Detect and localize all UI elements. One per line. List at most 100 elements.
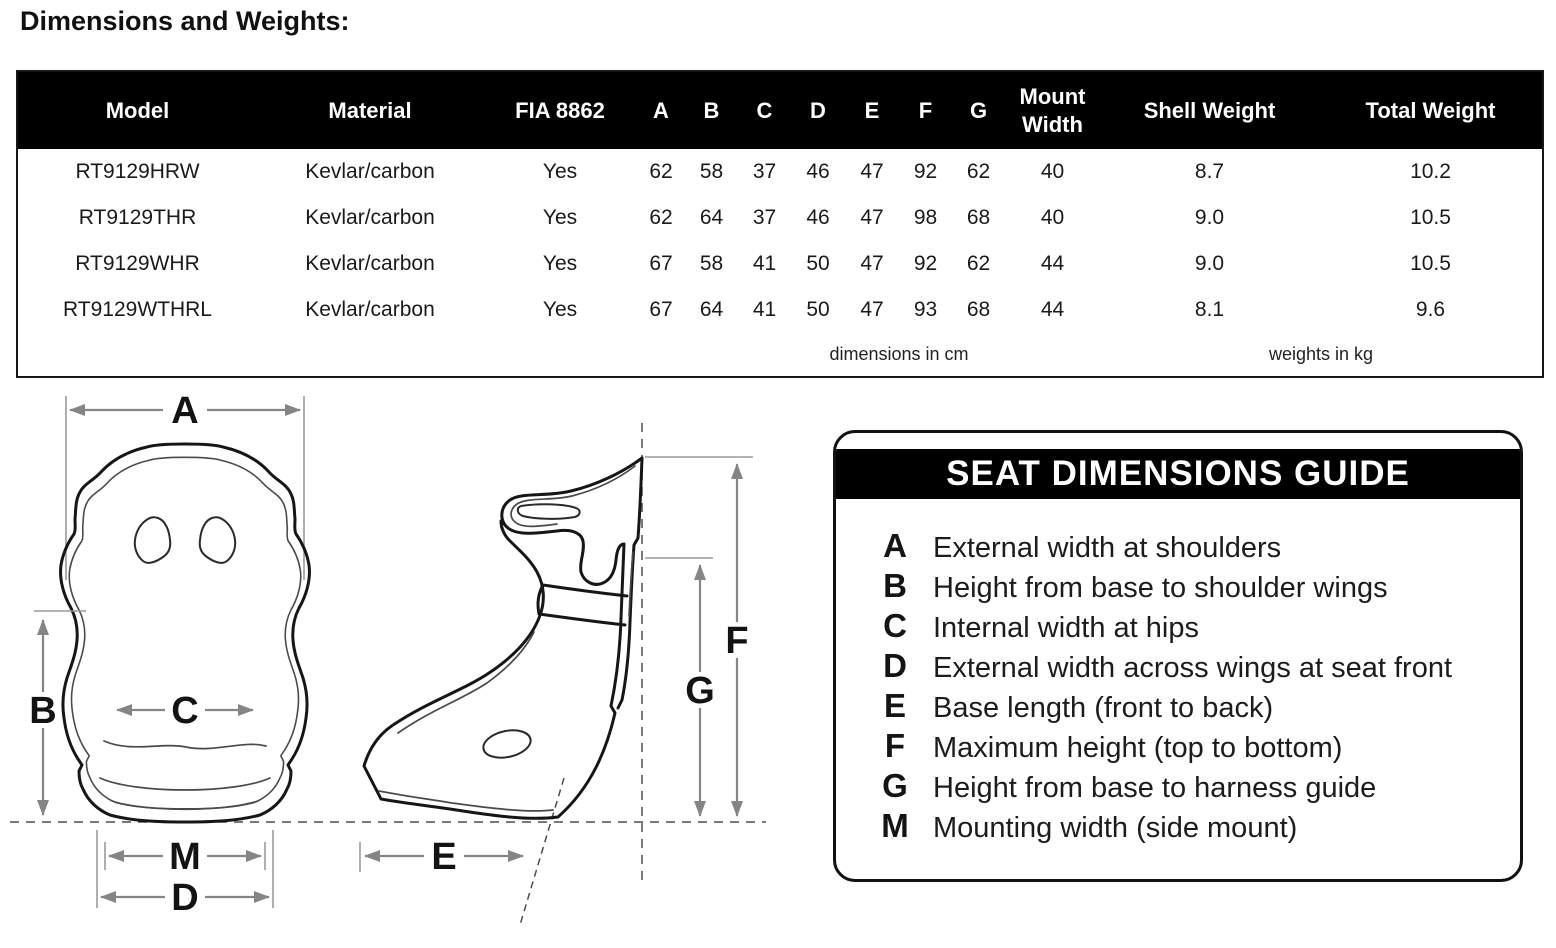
legend-key: D <box>883 647 907 684</box>
cell-g: 62 <box>966 252 991 275</box>
col-header-a: A <box>653 97 669 123</box>
cell-a: 62 <box>649 160 673 183</box>
cell-shell: 9.0 <box>1194 206 1225 229</box>
legend-item-d: D External width across wings at seat fr… <box>836 647 1520 687</box>
dimension-label-c: C <box>171 690 198 732</box>
cell-b: 64 <box>699 298 724 321</box>
cell-f: 93 <box>913 298 938 321</box>
cell-b: 58 <box>699 252 724 275</box>
cell-f: 92 <box>913 160 938 183</box>
cell-mount: 40 <box>1040 206 1065 229</box>
table-row: RT9129HRW Kevlar/carbon Yes 62 58 37 46 … <box>17 149 1543 195</box>
front-seat-inner-contour <box>68 456 302 810</box>
cell-c: 41 <box>752 252 777 275</box>
front-seat-outline <box>59 442 311 824</box>
legend-item-f: F Maximum height (top to bottom) <box>836 727 1520 767</box>
seat-pan-wave-line <box>103 740 267 750</box>
legend-desc: External width at shoulders <box>933 532 1282 564</box>
col-header-d: D <box>810 97 826 123</box>
legend-key: E <box>883 687 906 724</box>
cell-material: Kevlar/carbon <box>305 252 435 275</box>
side-view-diagram: F G E <box>359 423 757 926</box>
page-title: Dimensions and Weights: <box>20 6 350 36</box>
cell-b: 64 <box>699 206 724 229</box>
side-seat-back-edge <box>616 456 644 710</box>
dimensions-weights-table: Model Material FIA 8862 A B C D E F G Mo… <box>16 70 1544 378</box>
side-inner-contour-backrest <box>397 631 535 734</box>
footnote-spacer <box>17 333 637 377</box>
cell-material: Kevlar/carbon <box>305 206 435 229</box>
side-inner-contour-back <box>628 551 634 617</box>
cell-mount: 44 <box>1040 252 1065 275</box>
col-header-total-weight: Total Weight <box>1365 97 1496 123</box>
cell-f: 92 <box>913 252 938 275</box>
cell-e: 47 <box>860 206 884 229</box>
legend-key: A <box>883 527 907 564</box>
seat-diagrams: A B C M D <box>10 390 766 926</box>
seat-dimensions-guide-panel: SEAT DIMENSIONS GUIDE A External width a… <box>833 430 1523 882</box>
cell-a: 67 <box>649 252 673 275</box>
cell-total: 10.5 <box>1410 252 1451 275</box>
dimension-label-g-bg <box>680 672 720 708</box>
cell-g: 68 <box>966 298 991 321</box>
cell-e: 47 <box>860 252 884 275</box>
dimension-label-g: G <box>685 670 715 712</box>
cell-d: 46 <box>806 206 830 229</box>
dimension-label-c-bg <box>165 692 205 728</box>
dimension-label-f-bg <box>717 622 757 658</box>
cell-material: Kevlar/carbon <box>305 160 435 183</box>
col-header-shell-weight: Shell Weight <box>1143 97 1276 123</box>
legend-desc: External width across wings at seat fron… <box>933 652 1453 684</box>
side-mount-hole <box>482 729 532 759</box>
cell-material: Kevlar/carbon <box>305 298 435 321</box>
cell-d: 46 <box>806 160 830 183</box>
dimension-label-a: A <box>171 390 198 432</box>
table-row: RT9129THR Kevlar/carbon Yes 62 64 37 46 … <box>17 195 1543 241</box>
cell-g: 68 <box>966 206 991 229</box>
dimension-label-m-bg <box>163 838 207 874</box>
legend-desc: Base length (front to back) <box>933 692 1274 724</box>
legend-desc: Mounting width (side mount) <box>933 812 1298 844</box>
cell-shell: 8.1 <box>1194 298 1225 321</box>
col-header-mount-width: Mount Width <box>1019 84 1086 137</box>
col-header-fia: FIA 8862 <box>515 97 605 123</box>
harness-slot-left <box>133 516 172 564</box>
seat-base-edge <box>111 800 259 811</box>
cell-e: 47 <box>860 160 884 183</box>
cell-mount: 44 <box>1040 298 1065 321</box>
cell-model: RT9129HRW <box>75 160 200 183</box>
guide-title: SEAT DIMENSIONS GUIDE <box>946 454 1410 493</box>
legend-item-e: E Base length (front to back) <box>836 687 1520 727</box>
footnote-dimensions: dimensions in cm <box>829 344 969 364</box>
cell-fia: Yes <box>542 206 578 229</box>
footnote-weights: weights in kg <box>1268 344 1374 364</box>
cell-model: RT9129WHR <box>75 252 200 275</box>
col-header-g: G <box>969 97 988 123</box>
legend-desc: Height from base to harness guide <box>933 772 1377 804</box>
col-header-f: F <box>918 97 933 123</box>
guide-title-band: SEAT DIMENSIONS GUIDE <box>836 449 1520 499</box>
legend-item-b: B Height from base to shoulder wings <box>836 567 1520 607</box>
col-header-c: C <box>756 97 773 123</box>
cell-fia: Yes <box>542 252 578 275</box>
cell-c: 41 <box>752 298 777 321</box>
legend-item-g: G Height from base to harness guide <box>836 767 1520 807</box>
cell-c: 37 <box>752 160 777 183</box>
cell-b: 58 <box>699 160 724 183</box>
cell-g: 62 <box>966 160 991 183</box>
cell-c: 37 <box>752 206 777 229</box>
table-footnote-row: dimensions in cm weights in kg <box>17 333 1543 377</box>
col-header-model: Model <box>105 97 170 123</box>
seat-corner-diagonal-dashed <box>519 777 565 926</box>
cell-mount: 40 <box>1040 160 1065 183</box>
dimension-label-f: F <box>725 620 748 662</box>
dimension-label-e: E <box>431 836 456 878</box>
dimension-label-e-bg <box>424 838 464 874</box>
legend-key: M <box>881 807 909 844</box>
cell-shell: 9.0 <box>1194 252 1225 275</box>
dimension-label-b: B <box>29 690 56 732</box>
legend-key: F <box>884 727 906 764</box>
dimension-extension-m <box>104 842 266 870</box>
table-row: RT9129WHR Kevlar/carbon Yes 67 58 41 50 … <box>17 241 1543 287</box>
